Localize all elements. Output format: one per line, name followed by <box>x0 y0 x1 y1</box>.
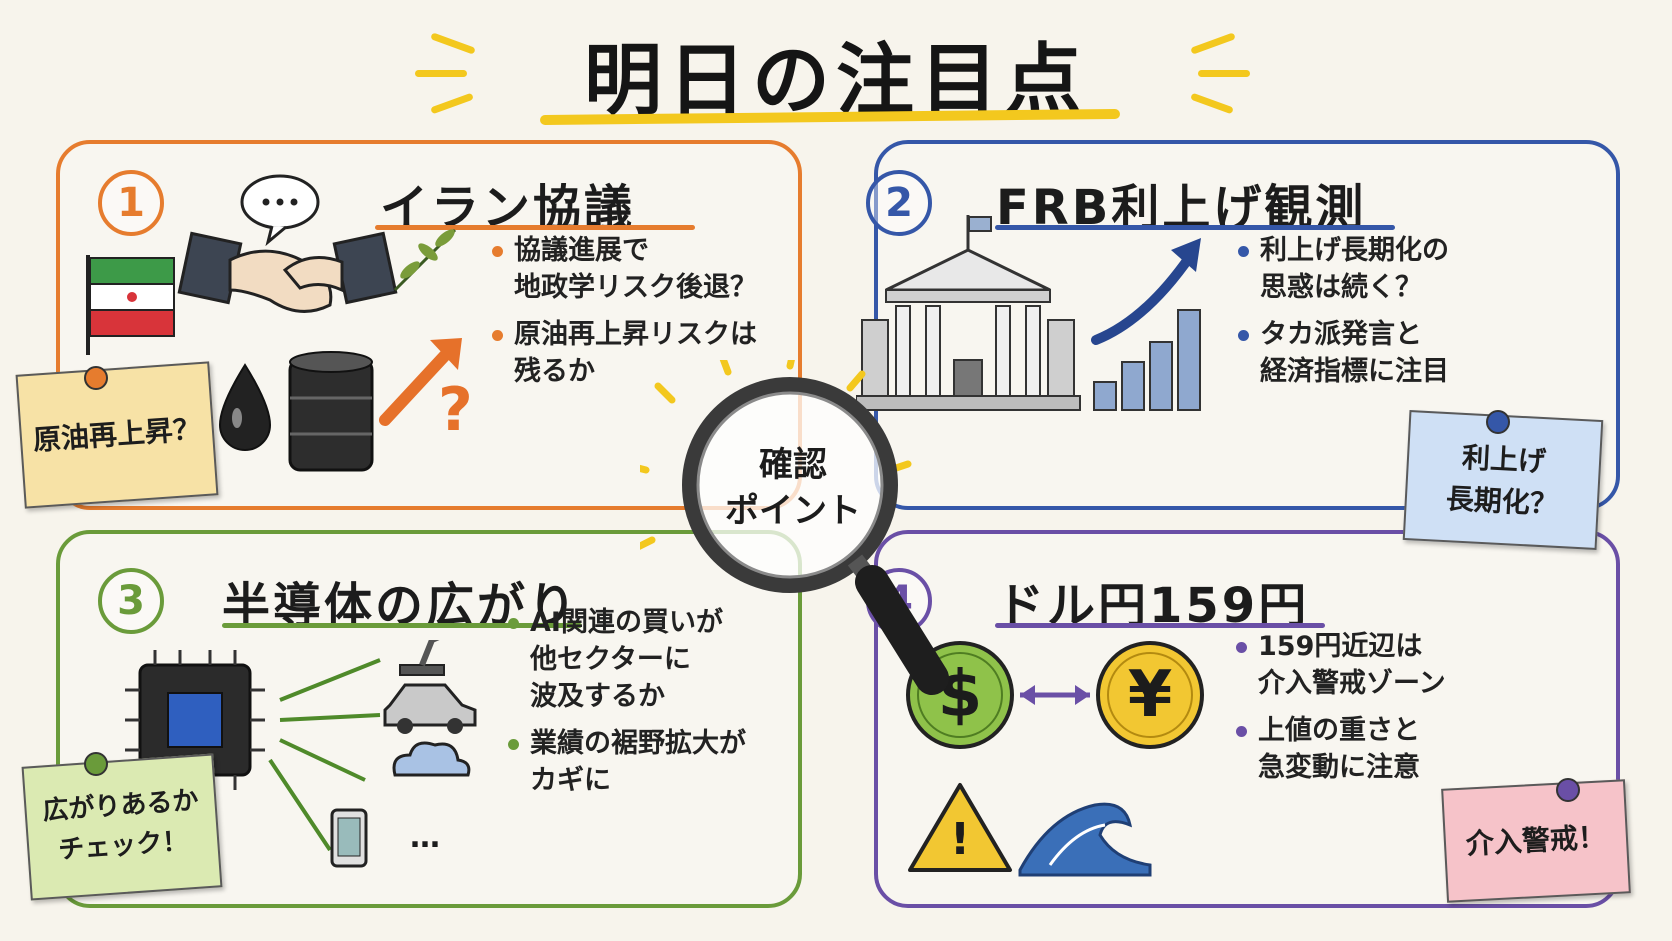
car-icon <box>383 683 477 734</box>
bullet-dot <box>492 246 503 257</box>
panel-number: 3 <box>98 568 164 634</box>
bullet-dot <box>492 330 503 341</box>
bullet-item: 原油再上昇リスクは 残るか <box>492 316 757 390</box>
federal-building-icon <box>856 215 1081 411</box>
bullet-item: AI関連の買いが 他セクターに 波及するか <box>508 604 746 715</box>
bullet-dot <box>1236 726 1247 737</box>
panel-title-underline <box>995 623 1325 628</box>
bullet-list: 協議進展で 地政学リスク後退？ 原油再上昇リスクは 残るか <box>492 232 757 400</box>
speech-bubble-icon <box>240 174 320 247</box>
wave-icon <box>1018 802 1152 877</box>
ellipsis-text: … <box>410 820 440 855</box>
iran-flag-icon <box>86 255 175 355</box>
yen-sign: ¥ <box>1127 658 1173 732</box>
pin-icon <box>1556 778 1580 802</box>
panel-number: 1 <box>98 170 164 236</box>
smartphone-icon <box>330 808 368 868</box>
spark-decoration <box>1198 70 1250 77</box>
warning-mark: ! <box>949 814 971 865</box>
oil-drop-icon <box>218 363 272 451</box>
handshake-icon <box>177 231 398 313</box>
bullet-item: 利上げ長期化の 思惑は続く？ <box>1238 232 1449 306</box>
robot-arm-icon <box>399 640 445 676</box>
yen-coin-icon <box>1096 641 1204 749</box>
bullet-item: タカ派発言と 経済指標に注目 <box>1238 316 1449 390</box>
panel-illustration: ? <box>86 174 473 472</box>
magnifier-label: 確認 ポイント <box>725 445 861 531</box>
panel-title-underline <box>222 623 582 628</box>
bullet-dot <box>508 618 519 629</box>
rising-arrow-icon <box>1091 238 1201 345</box>
cloud-icon <box>392 741 471 777</box>
spark-decoration <box>415 70 467 77</box>
bullet-list: 159円近辺は 介入警戒ゾーン 上値の重さと 急変動に注意 <box>1236 628 1446 796</box>
magnifier-icon <box>640 360 949 695</box>
panel-illustration <box>856 215 1201 411</box>
bullet-item: 159円近辺は 介入警戒ゾーン <box>1236 628 1446 702</box>
olive-branch-icon <box>393 228 457 292</box>
sticky-note: 広がりあるか チェック！ <box>21 753 223 901</box>
bullet-item: 協議進展で 地政学リスク後退？ <box>492 232 757 306</box>
bullet-list: 利上げ長期化の 思惑は続く？ タカ派発言と 経済指標に注目 <box>1238 232 1449 400</box>
up-arrow-icon <box>379 338 462 426</box>
panel-number: 2 <box>866 170 932 236</box>
oil-barrel-icon <box>288 351 374 472</box>
pin-icon <box>1486 410 1510 434</box>
warning-icon <box>908 783 1012 872</box>
bullet-list: AI関連の買いが 他セクターに 波及するか 業績の裾野拡大が カギに <box>508 604 746 809</box>
pin-icon <box>84 752 108 776</box>
bar-chart-icon <box>1093 309 1201 411</box>
bullet-dot <box>1238 330 1249 341</box>
bullet-dot <box>508 739 519 750</box>
question-mark-icon: ? <box>438 375 473 445</box>
bullet-dot <box>1236 642 1247 653</box>
pin-icon <box>84 366 108 390</box>
sticky-note: 原油再上昇？ <box>15 361 219 509</box>
panel-title-underline <box>375 225 695 230</box>
panel-title-underline <box>995 225 1395 230</box>
bullet-item: 上値の重さと 急変動に注意 <box>1236 712 1446 786</box>
exchange-arrow-icon <box>1020 685 1090 705</box>
svg-text:?: ? <box>438 375 473 445</box>
sticky-note: 介入警戒！ <box>1441 779 1631 903</box>
bullet-dot <box>1238 246 1249 257</box>
spread-arrows-icon <box>268 658 381 852</box>
bullet-item: 業績の裾野拡大が カギに <box>508 725 746 799</box>
